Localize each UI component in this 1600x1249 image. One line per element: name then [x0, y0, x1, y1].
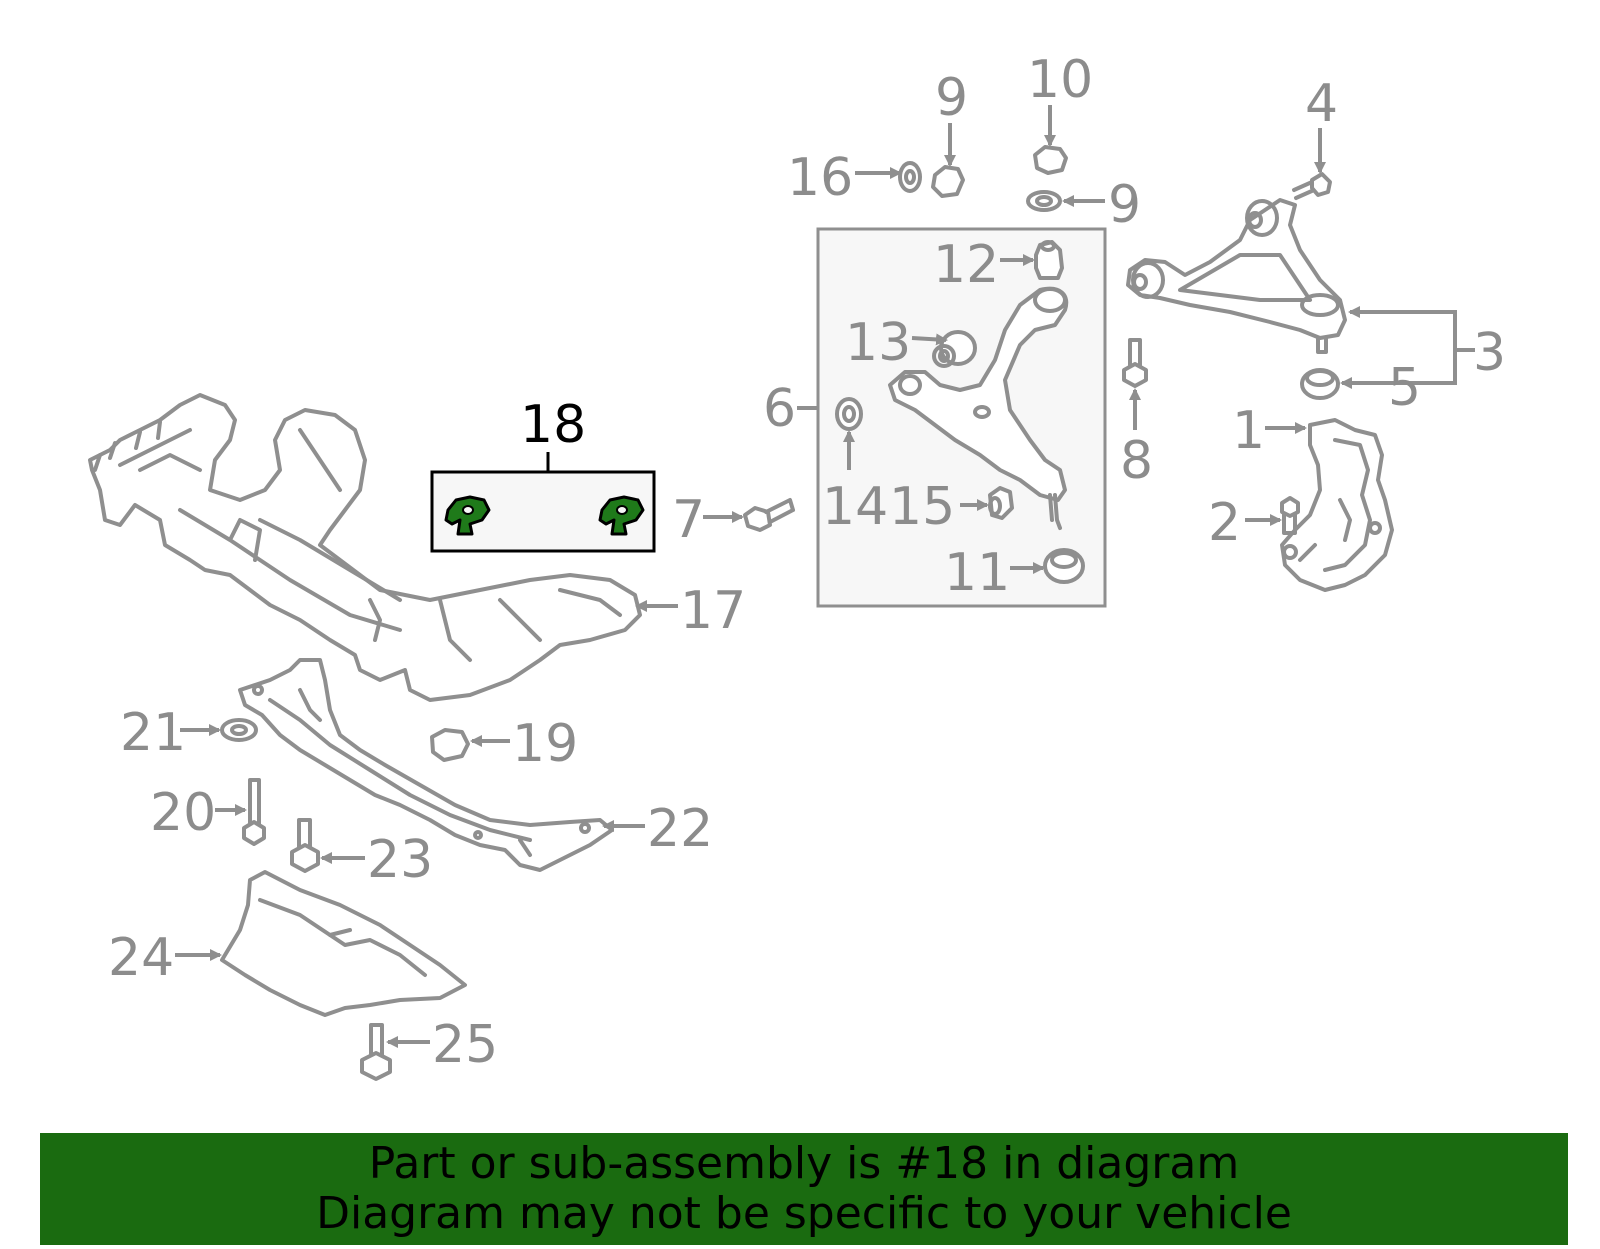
label-19: 19	[512, 714, 578, 774]
washer-part-16[interactable]	[898, 161, 922, 193]
bushing-part-15[interactable]	[988, 486, 1014, 520]
label-15: 15	[889, 477, 955, 537]
bolt-part-7[interactable]	[743, 498, 795, 532]
bolt-part-23[interactable]	[290, 818, 320, 873]
subframe-part-17[interactable]	[88, 393, 642, 702]
bolt-part-20[interactable]	[242, 778, 266, 846]
washer-part-9-right[interactable]	[1026, 190, 1062, 212]
label-24: 24	[108, 928, 174, 988]
bushing-part-11[interactable]	[1043, 548, 1085, 584]
label-7: 7	[672, 490, 705, 550]
boot-part-12[interactable]	[1034, 240, 1064, 280]
label-10: 10	[1027, 50, 1093, 110]
leader-lines	[175, 105, 1475, 1048]
upper-control-arm-part-3[interactable]	[1126, 198, 1347, 354]
bushing-18-left	[444, 495, 491, 536]
label-3: 3	[1473, 323, 1506, 383]
label-9-top: 9	[935, 68, 968, 128]
washer-part-21[interactable]	[220, 718, 258, 742]
label-11: 11	[944, 543, 1010, 603]
label-23: 23	[367, 830, 433, 890]
label-6: 6	[763, 379, 796, 439]
label-5: 5	[1388, 358, 1421, 418]
bushing-18-right	[598, 495, 645, 536]
label-2: 2	[1208, 493, 1241, 553]
bolt-part-4[interactable]	[1292, 172, 1332, 200]
label-4: 4	[1305, 74, 1338, 134]
label-9-right: 9	[1108, 175, 1141, 235]
label-21: 21	[120, 703, 186, 763]
bolt-part-8[interactable]	[1122, 338, 1148, 388]
label-8: 8	[1120, 431, 1153, 491]
lower-control-arm-part-6[interactable]	[888, 286, 1069, 530]
label-12: 12	[933, 235, 999, 295]
washer-part-14[interactable]	[835, 397, 863, 431]
bolt-part-2[interactable]	[1280, 496, 1300, 535]
label-14: 14	[822, 477, 888, 537]
label-1: 1	[1232, 401, 1265, 461]
splash-shield-part-24[interactable]	[220, 870, 467, 1017]
label-18: 18	[520, 395, 586, 455]
part-labels: 9 16 10 9 4 12 13 6 14 15 11 7 8 1 2 5 3…	[108, 50, 1506, 1075]
banner-line-2: Diagram may not be specific to your vehi…	[316, 1188, 1292, 1239]
label-17: 17	[680, 581, 746, 641]
knuckle-part-1[interactable]	[1280, 418, 1394, 592]
nut-part-19[interactable]	[430, 728, 470, 762]
bushing-part-13[interactable]	[932, 330, 977, 368]
boot-part-5[interactable]	[1300, 368, 1340, 400]
label-16: 16	[787, 148, 853, 208]
nut-part-10[interactable]	[1033, 145, 1068, 175]
crossmember-part-22[interactable]	[238, 658, 614, 872]
label-25: 25	[432, 1015, 498, 1075]
info-banner: Part or sub-assembly is #18 in diagram D…	[40, 1133, 1568, 1245]
label-13: 13	[845, 313, 911, 373]
banner-line-1: Part or sub-assembly is #18 in diagram	[368, 1138, 1240, 1189]
bolt-part-25[interactable]	[360, 1023, 392, 1081]
highlighted-part-18-box[interactable]	[430, 452, 656, 553]
label-20: 20	[150, 783, 216, 843]
label-22: 22	[647, 799, 713, 859]
nut-part-9-top[interactable]	[931, 165, 965, 198]
